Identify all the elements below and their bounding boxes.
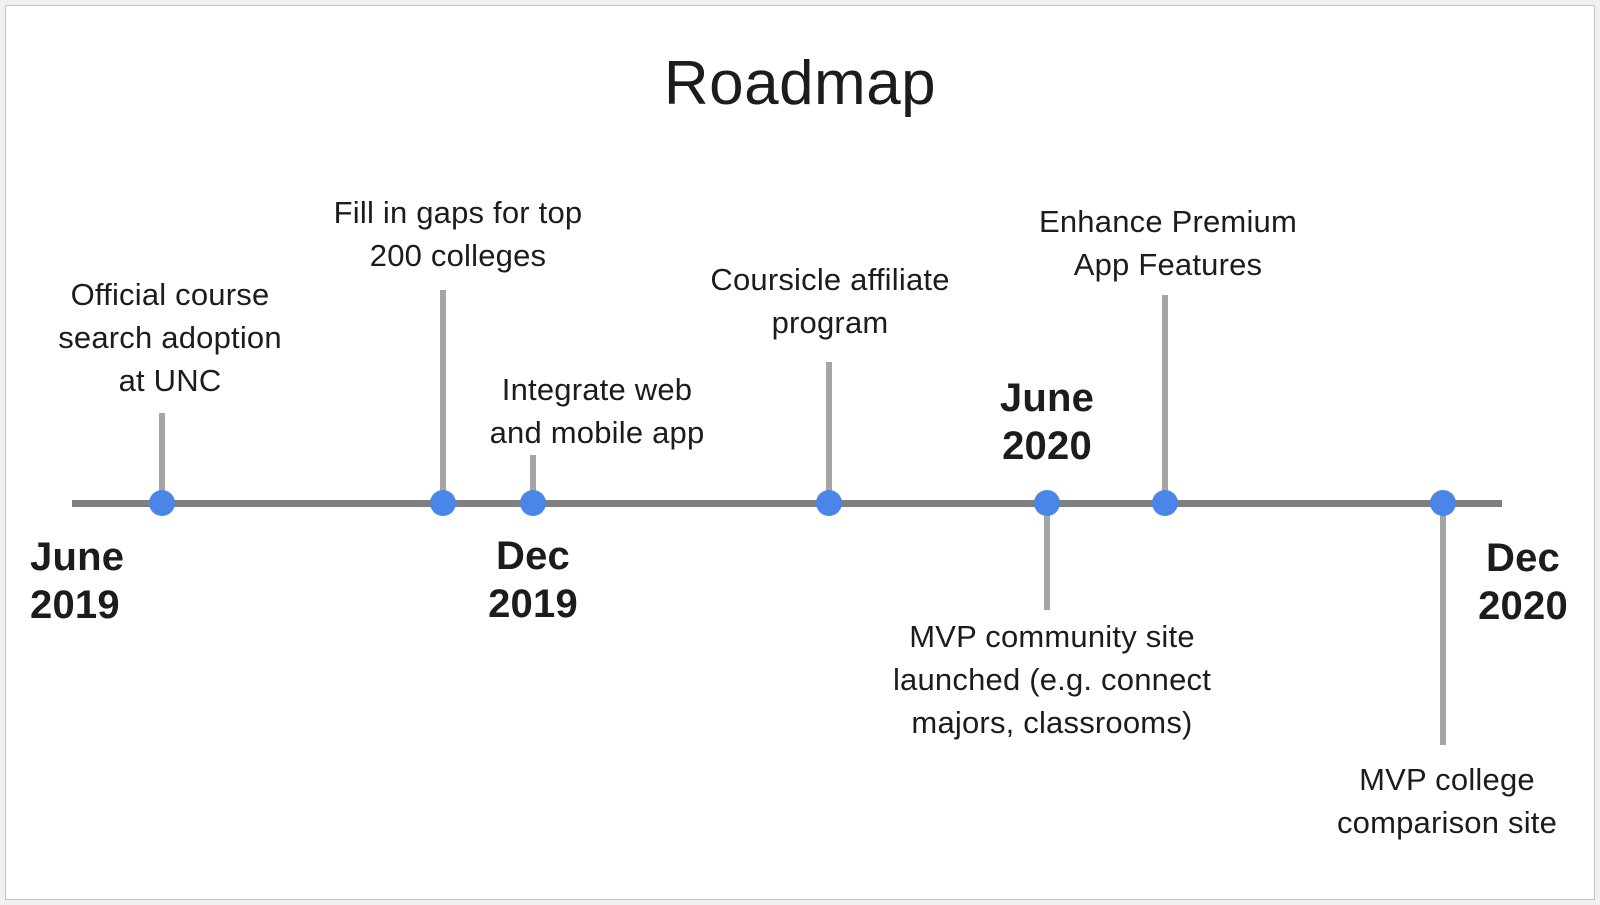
event-connector-official-course-search-unc [159,413,165,503]
event-connector-coursicle-affiliate-program [826,362,832,503]
date-label-june-2019: June 2019 [30,535,125,627]
page-title: Roadmap [663,49,937,118]
event-label-coursicle-affiliate-program: Coursicle affiliate program [710,262,950,340]
event-dot-integrate-web-mobile-app [520,490,546,516]
event-label-official-course-search-unc: Official course search adoption at UNC [58,277,282,398]
event-label-fill-gaps-top-200-colleges: Fill in gaps for top 200 colleges [333,195,583,273]
event-dot-enhance-premium-app-features [1152,490,1178,516]
event-connector-mvp-community-site-launched [1044,503,1050,610]
event-dot-mvp-community-site-launched [1034,490,1060,516]
timeline-axis [72,499,1502,507]
date-label-dec-2020: Dec 2020 [1478,536,1568,628]
event-label-mvp-college-comparison-site: MVP college comparison site [1336,762,1558,840]
event-dot-fill-gaps-top-200-colleges [430,490,456,516]
event-label-mvp-community-site-launched: MVP community site launched (e.g. connec… [892,619,1212,740]
date-label-june-2020: June 2020 [999,376,1095,468]
event-dot-mvp-college-comparison-site [1430,490,1456,516]
event-connector-enhance-premium-app-features [1162,295,1168,503]
event-label-integrate-web-mobile-app: Integrate web and mobile app [489,372,705,450]
event-dot-official-course-search-unc [149,490,175,516]
event-connector-mvp-college-comparison-site [1440,503,1446,745]
date-label-dec-2019: Dec 2019 [488,534,578,626]
event-connector-integrate-web-mobile-app [530,455,536,503]
event-connector-fill-gaps-top-200-colleges [440,290,446,503]
event-dot-coursicle-affiliate-program [816,490,842,516]
slide-canvas [5,5,1595,900]
event-label-enhance-premium-app-features: Enhance Premium App Features [1038,204,1298,282]
